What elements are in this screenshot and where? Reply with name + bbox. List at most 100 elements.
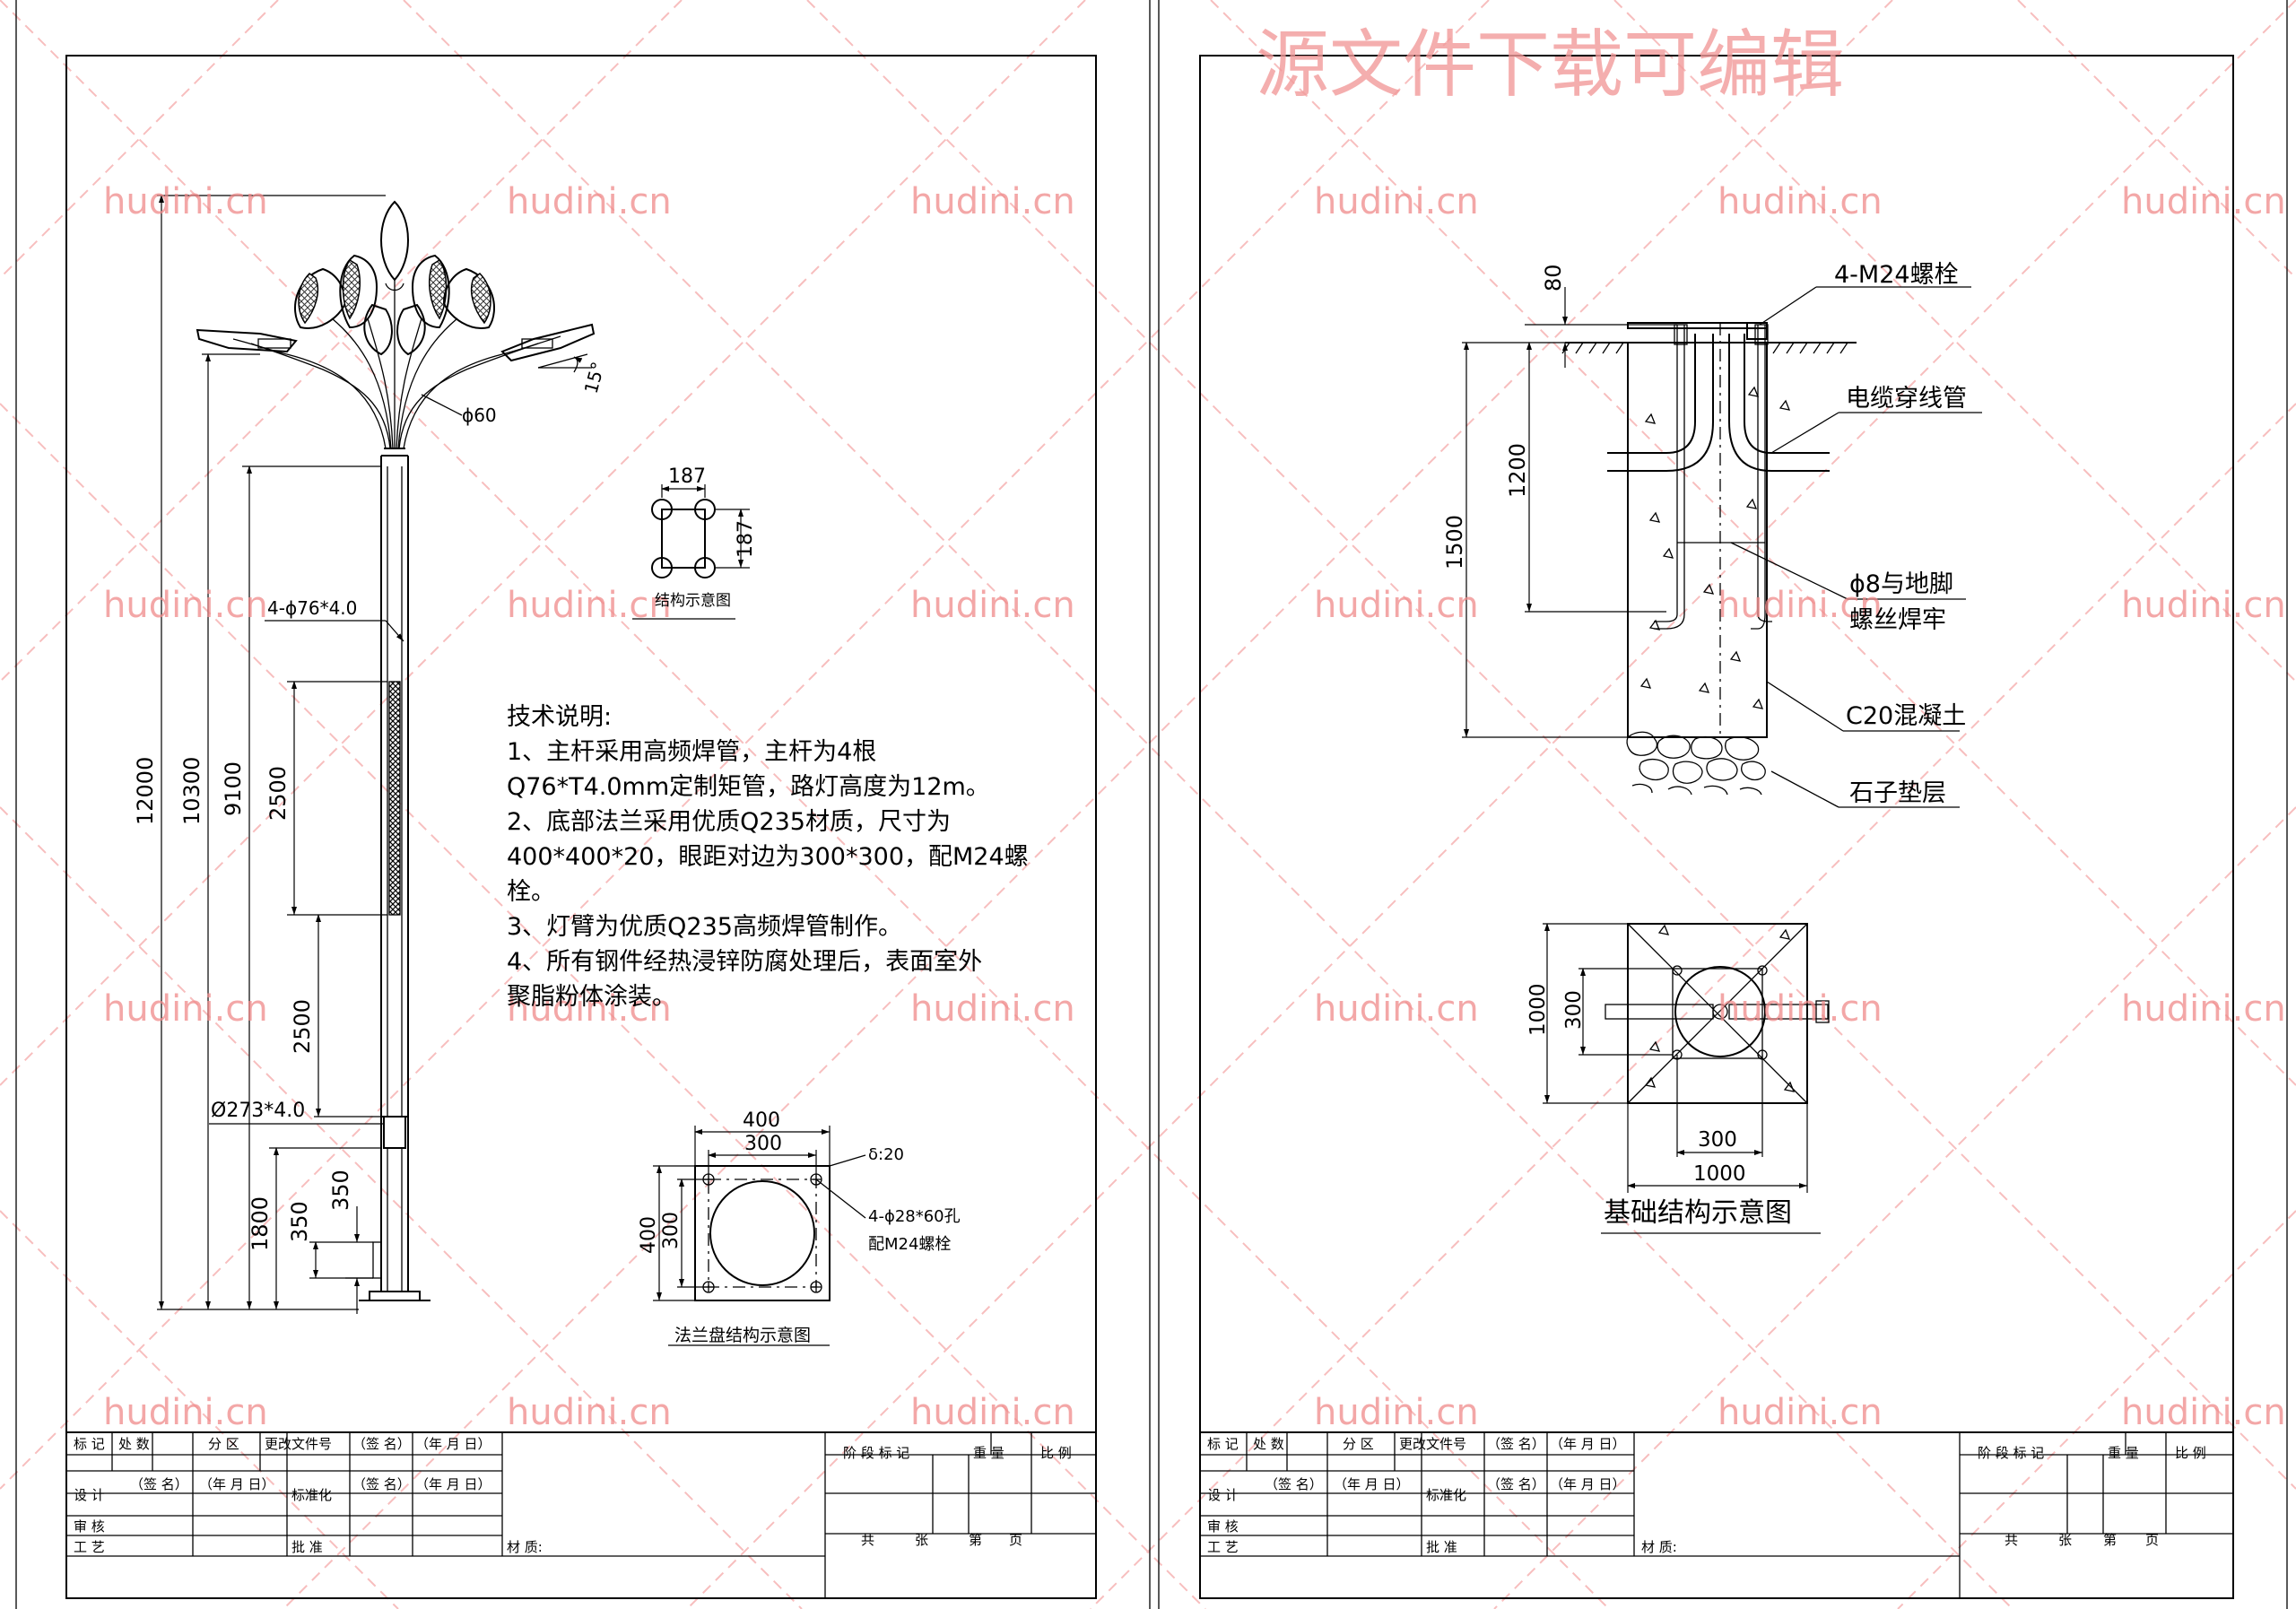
tb-no: 第 [2103, 1532, 2117, 1548]
tb-doc: 更改文件号 [265, 1436, 332, 1452]
tb-date: （年 月 日） [1550, 1436, 1626, 1452]
watermark-text: hudini.cn [507, 181, 672, 222]
flange-outer-v: 400 [638, 1216, 660, 1254]
tech-line: 聚脂粉体涂装。 [507, 983, 676, 1011]
watermark-text: hudini.cn [2121, 988, 2286, 1030]
tb-material: 材 质: [507, 1539, 543, 1555]
tb-material: 材 质: [1641, 1539, 1677, 1555]
tb-doc: 更改文件号 [1399, 1436, 1466, 1452]
label-tubes: 4-ϕ76*4.0 [267, 597, 357, 619]
watermark-text: hudini.cn [507, 585, 672, 626]
tech-line: 400*400*20，眼距对边为300*300，配M24螺 [507, 843, 1029, 871]
plan-caption: 基础结构示意图 [1604, 1197, 1792, 1229]
tb-total: 共 [2005, 1532, 2018, 1548]
pole-dimension-lines [157, 195, 387, 1314]
flange-caption: 法兰盘结构示意图 [674, 1326, 811, 1345]
tb-sign: （签 名） [1265, 1476, 1323, 1492]
watermark-text: hudini.cn [910, 988, 1075, 1030]
plan-size-v: 1000 [1526, 983, 1550, 1036]
tb-design: 设 计 [1207, 1487, 1239, 1503]
flange-bolts: 配M24螺栓 [868, 1235, 951, 1254]
foundation-section [1462, 286, 1982, 808]
tb-no: 第 [969, 1532, 982, 1548]
flange-holes: 4-ϕ28*60孔 [868, 1207, 961, 1226]
tb-sign: （签 名） [1487, 1476, 1545, 1492]
tech-line: 2、底部法兰采用优质Q235材质，尺寸为 [507, 808, 951, 836]
watermark-text: hudini.cn [1718, 1392, 1883, 1433]
label-angle: 15° [580, 360, 609, 396]
dim-segment-a: 2500 [265, 766, 291, 821]
watermark-text: hudini.cn [2121, 1392, 2286, 1433]
plan-size-h: 1000 [1693, 1162, 1746, 1186]
tech-title: 技术说明: [507, 703, 612, 731]
dim-lamp-height: 9100 [221, 761, 246, 816]
watermark-text: hudini.cn [507, 1392, 672, 1433]
section-caption: 结构示意图 [655, 592, 731, 610]
tb-mark: 标 记 [1207, 1436, 1239, 1452]
tb-weight: 重 量 [2108, 1445, 2139, 1461]
watermark-text: hudini.cn [2121, 181, 2286, 222]
tb-scale: 比 例 [1040, 1445, 1072, 1461]
tb-craft: 工 艺 [74, 1539, 105, 1555]
watermark-text: hudini.cn [910, 1392, 1075, 1433]
tb-approve: 批 准 [1426, 1539, 1457, 1555]
tb-sheets: 张 [2058, 1532, 2072, 1548]
tb-sign: （签 名） [1487, 1436, 1545, 1452]
section-width: 187 [668, 465, 706, 488]
tb-craft: 工 艺 [1207, 1539, 1239, 1555]
tb-page: 页 [2145, 1532, 2159, 1548]
tb-sign: （签 名） [352, 1476, 411, 1492]
watermark-text: hudini.cn [1718, 585, 1883, 626]
tb-sign: （签 名） [130, 1476, 188, 1492]
pole-elevation [196, 200, 596, 1301]
flange-diagram [653, 1126, 866, 1346]
flange-inner-v: 300 [660, 1212, 683, 1249]
tech-line: 1、主杆采用高频焊管，主杆为4根 [507, 738, 876, 766]
tb-zone: 分 区 [208, 1436, 239, 1452]
tb-review: 审 核 [1207, 1518, 1239, 1535]
tb-date: （年 月 日） [199, 1476, 275, 1492]
tb-date: （年 月 日） [415, 1476, 491, 1492]
tech-line: 3、灯臂为优质Q235高频焊管制作。 [507, 913, 902, 941]
tb-sheets: 张 [915, 1532, 928, 1548]
watermark-text: hudini.cn [2121, 585, 2286, 626]
dim-foundation-depth: 1500 [1442, 515, 1467, 570]
watermark-text: hudini.cn [1718, 988, 1883, 1030]
flange-inner: 300 [744, 1133, 782, 1155]
plan-bolt-h: 300 [1698, 1128, 1737, 1152]
label-weld-a: ϕ8与地脚 [1849, 570, 1953, 598]
tb-review: 审 核 [74, 1518, 105, 1535]
section-diagram [632, 484, 750, 620]
watermark-text: hudini.cn [103, 585, 268, 626]
watermark-text: hudini.cn [103, 1392, 268, 1433]
tech-line: 4、所有钢件经热浸锌防腐处理后，表面室外 [507, 948, 982, 976]
title-block-left [65, 1431, 1097, 1599]
dim-segment-b: 2500 [290, 999, 315, 1054]
tb-date: （年 月 日） [1550, 1476, 1626, 1492]
tb-standard: 标准化 [1426, 1487, 1466, 1503]
dim-bolt-length: 1200 [1505, 443, 1530, 498]
label-main-tube: Ø273*4.0 [211, 1100, 305, 1122]
watermark-text: hudini.cn [1314, 585, 1479, 626]
tb-date: （年 月 日） [1334, 1476, 1410, 1492]
watermark-text: hudini.cn [1718, 181, 1883, 222]
title-block-right-texts: 标 记 处 数 分 区 更改文件号 （签 名） （年 月 日） 设 计 （签 名… [1207, 1436, 2206, 1555]
watermark-texts: hudini.cn hudini.cn hudini.cn hudini.cn … [103, 181, 2286, 1433]
sheet-2-frame [1158, 0, 2288, 1609]
dim-foundation-top: 80 [1541, 264, 1566, 291]
watermark-text: hudini.cn [910, 585, 1075, 626]
flange-thickness: δ:20 [868, 1145, 904, 1164]
section-height: 187 [735, 520, 757, 558]
label-concrete: C20混凝土 [1846, 702, 1966, 730]
dim-arm-height: 10300 [179, 757, 204, 825]
watermark-text: hudini.cn [1314, 181, 1479, 222]
tb-weight: 重 量 [973, 1445, 1004, 1461]
tb-scale: 比 例 [2175, 1445, 2206, 1461]
label-bolts: 4-M24螺栓 [1834, 261, 1959, 289]
plan-bolt-v: 300 [1562, 990, 1586, 1030]
dim-base-height: 1800 [248, 1196, 273, 1251]
title-block-left-texts: 标 记 处 数 分 区 更改文件号 （签 名） （年 月 日） 设 计 （签 名… [74, 1436, 1072, 1555]
dim-small-b: 350 [328, 1170, 353, 1211]
